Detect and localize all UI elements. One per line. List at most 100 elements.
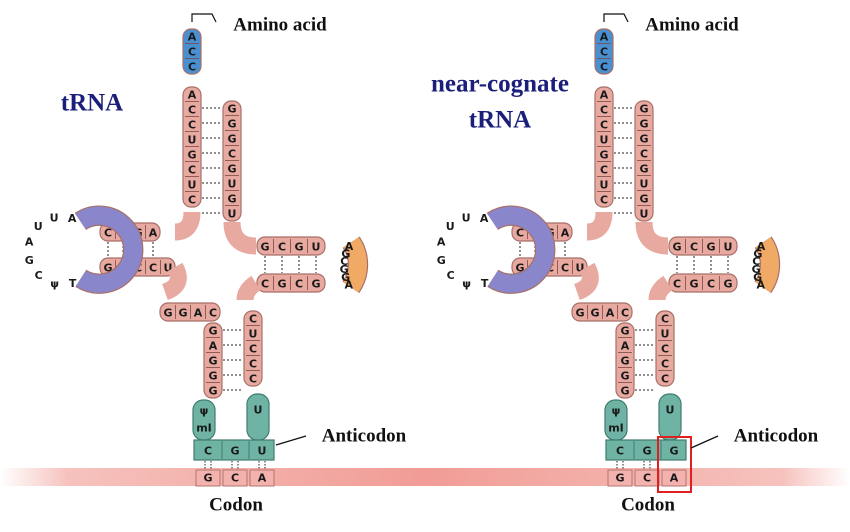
anticodon-stem-5-nt: A — [209, 340, 218, 353]
anticodon-stem-5-strand — [203, 322, 223, 399]
acceptor-stem-5-nt: A — [600, 89, 609, 102]
t-stem-bottom-nt: C — [707, 278, 715, 291]
d-loop-nt: C — [35, 269, 43, 282]
variable-linker-nt: G — [575, 307, 584, 320]
d-loop-nt: T — [69, 277, 77, 290]
acceptor-stem-3-strand — [634, 100, 654, 222]
amino-acid-leader — [191, 13, 217, 23]
anticodon-leader — [690, 435, 719, 449]
d-loop-nt: G — [437, 254, 446, 267]
t-stem-top-strand — [256, 236, 326, 256]
acceptor-stem-5-strand — [182, 86, 202, 208]
anticodon-stem-5-nt: G — [620, 370, 629, 383]
anticodon-leader — [275, 435, 307, 446]
anticodon-stem-3-nt: U — [249, 328, 258, 341]
variable-linker-nt: C — [621, 307, 629, 320]
anticodon-loop-nt: ψ — [200, 405, 209, 418]
acceptor-end-strand — [182, 28, 202, 75]
t-loop-nt: A — [756, 278, 765, 291]
t-stem-top-nt: C — [690, 241, 698, 254]
acceptor-end-nt: A — [188, 31, 197, 44]
t-loop-nt: G — [753, 247, 762, 260]
d-stem-top-nt: C — [104, 227, 112, 240]
acceptor-end-strand — [594, 28, 614, 75]
t-stem-bottom-nt: C — [673, 278, 681, 291]
panel-title: tRNA — [61, 90, 124, 117]
connector — [648, 275, 673, 301]
d-stem-top-nt: A — [561, 227, 570, 240]
codon-label: Codon — [209, 495, 263, 516]
anticodon-stem-3-nt: C — [661, 358, 669, 371]
acceptor-stem-5-nt: C — [600, 119, 608, 132]
anticodon-nt: C — [616, 445, 624, 458]
anticodon-loop-nt: U — [254, 404, 263, 417]
anticodon-label: Anticodon — [322, 426, 407, 447]
panel-title: near-cognate — [431, 71, 569, 98]
t-stem-top-nt: G — [706, 241, 715, 254]
d-loop-nt: U — [34, 220, 43, 233]
anticodon-loop-nt: mI — [608, 422, 624, 435]
acceptor-stem-3-nt: G — [227, 103, 236, 116]
variable-linker-nt: G — [178, 307, 187, 320]
d-stem-top-nt: C — [516, 227, 524, 240]
t-stem-bottom-strand — [668, 273, 738, 293]
acceptor-stem-5-nt: C — [600, 104, 608, 117]
anticodon-nt: U — [258, 445, 267, 458]
t-loop-nt: G — [753, 271, 762, 284]
codon-cell — [195, 469, 221, 487]
anticodon-loop-right — [246, 393, 270, 441]
acceptor-stem-3-nt: U — [228, 208, 237, 221]
d-stem-bottom-nt: U — [576, 262, 585, 275]
t-loop-nt: A — [344, 278, 353, 291]
d-stem-bottom-nt: G — [103, 262, 112, 275]
variable-linker-strand — [571, 302, 633, 322]
d-stem-bottom-nt: G — [515, 262, 524, 275]
d-stem-bottom-nt: U — [164, 262, 173, 275]
acceptor-stem-3-nt: U — [640, 208, 649, 221]
t-loop — [755, 237, 779, 293]
anticodon-stem-5-nt: G — [620, 385, 629, 398]
acceptor-stem-5-nt: C — [600, 164, 608, 177]
d-loop-nt: A — [480, 212, 489, 225]
acceptor-stem-5-nt: U — [188, 134, 197, 147]
d-stem-bottom-nt: C — [149, 262, 157, 275]
d-loop-nt: U — [50, 211, 59, 224]
variable-linker-nt: A — [194, 307, 203, 320]
connector — [236, 275, 261, 301]
acceptor-end-nt: C — [188, 61, 196, 74]
codon-cell — [661, 469, 687, 487]
connector — [223, 221, 257, 255]
t-stem-bottom-nt: G — [311, 278, 320, 291]
acceptor-stem-3-nt: G — [639, 163, 648, 176]
anticodon-stem-5-nt: G — [208, 370, 217, 383]
t-loop-nt: C — [340, 255, 348, 268]
anticodon-loop-nt: U — [666, 404, 675, 417]
variable-linker-nt: C — [209, 307, 217, 320]
acceptor-stem-5-nt: U — [600, 179, 609, 192]
t-stem-top-nt: G — [672, 241, 681, 254]
amino-acid-label: Amino acid — [233, 15, 327, 36]
connector — [161, 262, 187, 301]
d-loop — [487, 206, 555, 293]
acceptor-stem-3-nt: G — [639, 118, 648, 131]
variable-linker-strand — [159, 302, 221, 322]
acceptor-stem-5-strand — [594, 86, 614, 208]
anticodon-stem-3-nt: C — [249, 358, 257, 371]
acceptor-stem-3-nt: G — [227, 133, 236, 146]
codon-nt: G — [615, 472, 624, 485]
t-stem-bottom-nt: G — [277, 278, 286, 291]
acceptor-stem-3-nt: C — [640, 148, 648, 161]
t-loop-nt: C — [752, 255, 760, 268]
acceptor-stem-3-strand — [222, 100, 242, 222]
anticodon-stem-5-nt: G — [620, 325, 629, 338]
mrna-strand — [0, 468, 850, 486]
d-loop-nt: U — [462, 211, 471, 224]
acceptor-stem-5-nt: C — [188, 104, 196, 117]
anticodon-stem-3-nt: C — [249, 313, 257, 326]
t-stem-bottom-nt: C — [295, 278, 303, 291]
acceptor-stem-5-nt: A — [188, 89, 197, 102]
t-loop-nt: G — [340, 263, 349, 276]
anticodon-nt: C — [204, 445, 212, 458]
anticodon-loop-nt: mI — [196, 422, 212, 435]
